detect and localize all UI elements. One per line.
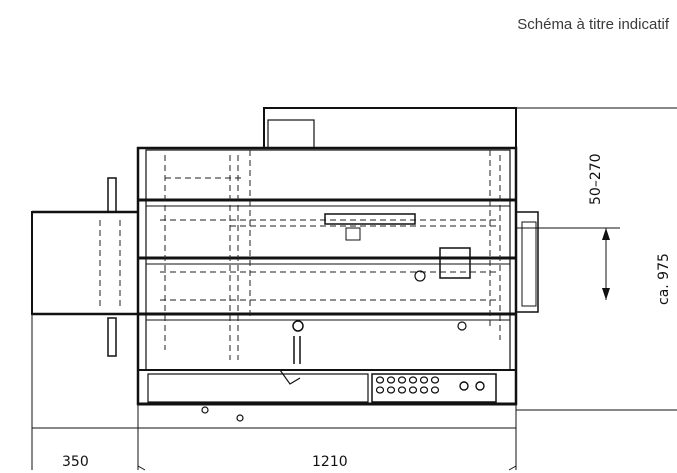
caption-text: Schéma à titre indicatif	[517, 16, 669, 33]
component	[292, 320, 304, 332]
panel-button	[397, 386, 407, 394]
feed-chute	[31, 177, 139, 357]
component	[457, 321, 467, 331]
base-bolt	[201, 406, 209, 414]
dimension-arrow	[602, 288, 610, 300]
rear-housing-cap	[267, 119, 315, 149]
panel-button	[408, 376, 418, 384]
base-panel-left	[147, 373, 369, 403]
dim-label-height-range: 50–270	[588, 153, 604, 205]
panel-indicator	[475, 381, 485, 391]
panel-button	[375, 386, 385, 394]
base-plate	[137, 369, 517, 405]
panel-button	[386, 386, 396, 394]
base-notch	[279, 369, 301, 385]
chute-clamp	[107, 177, 117, 213]
component	[345, 227, 361, 241]
component	[324, 213, 416, 225]
dim-label-height-total: ca. 975	[656, 253, 672, 305]
component	[439, 247, 471, 279]
panel-button	[419, 376, 429, 384]
control-panel-frame	[371, 373, 497, 403]
panel-button	[430, 376, 440, 384]
rear-housing	[263, 107, 517, 149]
panel-buttons	[375, 376, 485, 394]
dimension-arrow	[602, 228, 610, 240]
main-frame	[136, 146, 518, 406]
right-bracket	[515, 211, 539, 313]
panel-button	[419, 386, 429, 394]
panel-button	[375, 376, 385, 384]
panel-indicator	[459, 381, 469, 391]
dim-label-body: 1210	[312, 454, 348, 470]
control-panel	[371, 373, 497, 403]
panel-button	[397, 376, 407, 384]
dimension-lines	[31, 107, 677, 471]
panel-button	[430, 386, 440, 394]
chute-clamp	[107, 317, 117, 357]
panel-button	[386, 376, 396, 384]
component	[414, 270, 426, 282]
base-bolt	[236, 414, 244, 422]
dimension-tick	[137, 465, 517, 471]
chute-body	[31, 211, 139, 315]
frame-inner	[145, 149, 511, 371]
right-bracket-inner	[521, 221, 537, 307]
panel-button	[408, 386, 418, 394]
dim-label-chute: 350	[62, 454, 89, 470]
